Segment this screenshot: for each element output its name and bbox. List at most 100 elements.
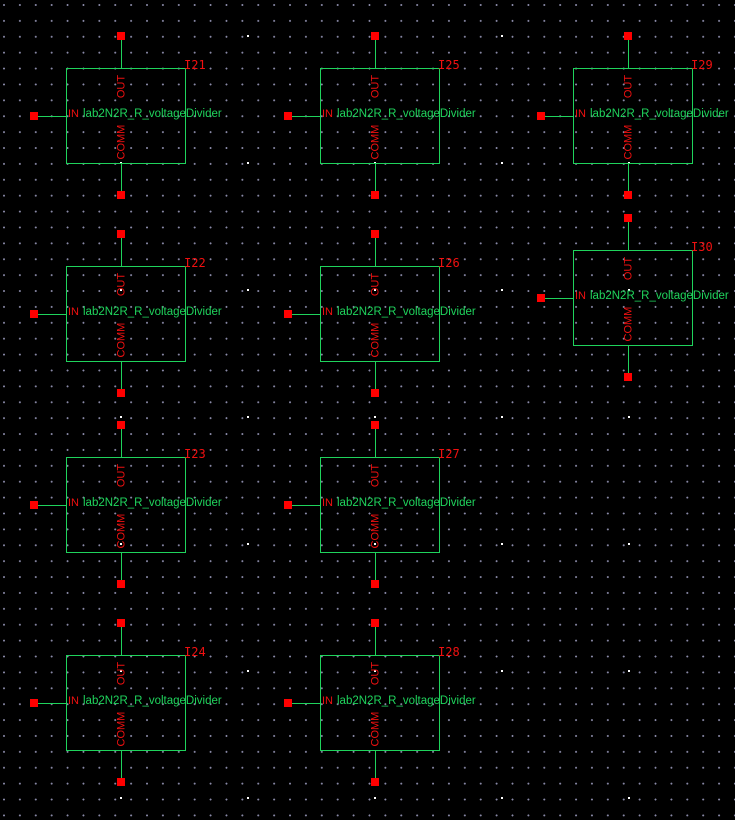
in-pin-label: IN (68, 108, 79, 120)
comm-pin-label: COMM (369, 513, 382, 549)
comm-pin[interactable] (371, 191, 379, 199)
symbol-body[interactable] (573, 68, 693, 164)
comm-wire (375, 553, 376, 584)
in-wire (541, 298, 573, 299)
comm-pin[interactable] (371, 389, 379, 397)
cell-name-label: lab2N2R_R_voltageDivider (590, 108, 729, 120)
out-pin[interactable] (117, 619, 125, 627)
out-wire (375, 426, 376, 457)
grid-major-dot (120, 289, 122, 291)
comm-wire (628, 164, 629, 195)
symbol-body[interactable] (573, 250, 693, 346)
instance-name: I24 (184, 645, 206, 659)
out-pin-label: OUT (369, 661, 382, 686)
grid-major-dot (501, 416, 503, 418)
cell-name-label: lab2N2R_R_voltageDivider (337, 108, 476, 120)
out-pin[interactable] (371, 421, 379, 429)
out-pin[interactable] (371, 230, 379, 238)
symbol-body[interactable] (66, 68, 186, 164)
grid-major-dot (374, 797, 376, 799)
out-pin[interactable] (624, 32, 632, 40)
out-pin-label: OUT (369, 463, 382, 488)
grid-major-dot (374, 289, 376, 291)
symbol-body[interactable] (320, 68, 440, 164)
in-pin[interactable] (284, 310, 292, 318)
in-pin-label: IN (322, 695, 333, 707)
in-pin[interactable] (284, 501, 292, 509)
in-wire (288, 505, 320, 506)
in-pin[interactable] (30, 699, 38, 707)
comm-wire (121, 751, 122, 782)
in-wire (288, 703, 320, 704)
out-wire (375, 624, 376, 655)
cell-name-label: lab2N2R_R_voltageDivider (83, 306, 222, 318)
in-pin[interactable] (284, 112, 292, 120)
comm-wire (121, 362, 122, 393)
grid-major-dot (501, 797, 503, 799)
out-wire (375, 37, 376, 68)
grid-major-dot (120, 416, 122, 418)
out-pin-label: OUT (369, 272, 382, 297)
out-wire (121, 235, 122, 266)
in-pin[interactable] (537, 112, 545, 120)
instance-name: I28 (438, 645, 460, 659)
out-pin-label: OUT (115, 272, 128, 297)
grid-major-dot (120, 670, 122, 672)
symbol-body[interactable] (66, 655, 186, 751)
out-pin[interactable] (624, 214, 632, 222)
grid-major-dot (374, 543, 376, 545)
comm-wire (375, 362, 376, 393)
symbol-body[interactable] (320, 266, 440, 362)
in-pin-label: IN (575, 108, 586, 120)
in-pin-label: IN (68, 306, 79, 318)
comm-pin[interactable] (624, 191, 632, 199)
out-pin[interactable] (117, 32, 125, 40)
out-pin[interactable] (371, 32, 379, 40)
comm-pin[interactable] (117, 191, 125, 199)
in-wire (288, 314, 320, 315)
cell-name-label: lab2N2R_R_voltageDivider (337, 497, 476, 509)
out-wire (121, 624, 122, 655)
out-pin-label: OUT (115, 74, 128, 99)
out-pin[interactable] (117, 230, 125, 238)
in-pin[interactable] (30, 310, 38, 318)
symbol-body[interactable] (320, 457, 440, 553)
out-pin[interactable] (371, 619, 379, 627)
instance-name: I25 (438, 58, 460, 72)
cell-name-label: lab2N2R_R_voltageDivider (83, 695, 222, 707)
in-pin-label: IN (322, 306, 333, 318)
comm-pin[interactable] (624, 373, 632, 381)
out-wire (628, 219, 629, 250)
in-pin[interactable] (30, 112, 38, 120)
comm-wire (375, 751, 376, 782)
in-pin[interactable] (284, 699, 292, 707)
out-wire (375, 235, 376, 266)
comm-pin[interactable] (117, 778, 125, 786)
symbol-body[interactable] (320, 655, 440, 751)
in-pin[interactable] (537, 294, 545, 302)
comm-pin[interactable] (371, 778, 379, 786)
instance-name: I29 (691, 58, 713, 72)
comm-pin[interactable] (371, 580, 379, 588)
grid-major-dot (247, 35, 249, 37)
in-wire (34, 116, 66, 117)
comm-pin[interactable] (117, 580, 125, 588)
cell-name-label: lab2N2R_R_voltageDivider (590, 290, 729, 302)
grid-major-dot (247, 797, 249, 799)
symbol-body[interactable] (66, 457, 186, 553)
in-pin[interactable] (30, 501, 38, 509)
out-pin[interactable] (117, 421, 125, 429)
in-pin-label: IN (322, 497, 333, 509)
out-pin-label: OUT (369, 74, 382, 99)
comm-pin-label: COMM (115, 711, 128, 747)
comm-pin[interactable] (117, 389, 125, 397)
instance-name: I26 (438, 256, 460, 270)
comm-wire (375, 164, 376, 195)
in-wire (541, 116, 573, 117)
instance-name: I22 (184, 256, 206, 270)
in-wire (34, 703, 66, 704)
symbol-body[interactable] (66, 266, 186, 362)
out-pin-label: OUT (622, 256, 635, 281)
cell-name-label: lab2N2R_R_voltageDivider (337, 306, 476, 318)
